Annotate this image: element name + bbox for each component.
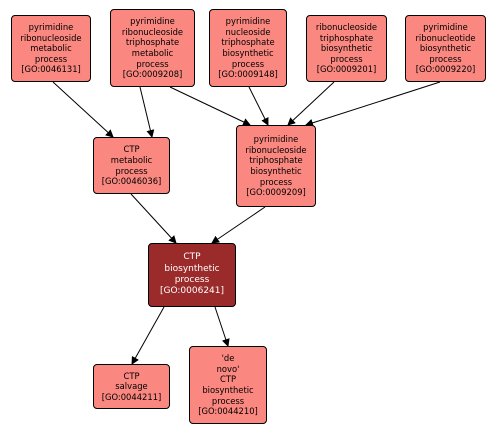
go-term-label-line: triphosphate	[249, 155, 303, 166]
go-term-label-line: process	[34, 53, 68, 64]
go-term-id: [GO:0046131]	[21, 64, 81, 75]
go-term-label-line: novo'	[216, 363, 240, 374]
go-term-id: [GO:0009209]	[246, 187, 306, 198]
go-term-label-line: CTP	[123, 370, 140, 381]
go-term-label-line: CTP	[123, 144, 140, 155]
go-term-id: [GO:0009201]	[316, 64, 377, 75]
go-term-id: [GO:0044211]	[101, 391, 162, 402]
go-term-label-line: ribonucleotide	[415, 32, 476, 43]
go-term-label-line: triphosphate	[221, 37, 275, 48]
go-term-label-line: CTP	[183, 252, 201, 263]
go-term-label-line: process	[136, 58, 169, 69]
edge-go0009220-to-go0009209	[305, 81, 441, 127]
go-term-label-line: metabolic	[110, 154, 153, 165]
go-term-label-line: biosynthetic	[222, 48, 274, 58]
edge-go0006241-to-go0044210	[214, 306, 230, 347]
go-term-label-line: metabolic	[30, 43, 72, 54]
go-term-label-line: pyrimidine	[423, 22, 468, 33]
edge-go0009209-to-go0006241	[211, 206, 266, 244]
edge-go0006241-to-go0044211	[131, 306, 165, 365]
go-term-label-line: biosynthetic	[320, 43, 373, 54]
edge-go0009148-to-go0009209	[248, 86, 269, 126]
go-term-label-line: salvage	[115, 381, 148, 392]
go-term-label-line: process	[211, 395, 245, 406]
go-term-label-line: ribonucleoside	[245, 144, 307, 155]
go-term-label-line: ribonucleoside	[315, 22, 378, 33]
go-term-id: [GO:0044210]	[198, 406, 258, 417]
go-term-label-line: CTP	[219, 374, 236, 385]
go-term-label-line: process	[174, 275, 210, 285]
edge-go0046036-to-go0006241	[130, 193, 177, 244]
go-term-id: [GO:0006241]	[159, 286, 225, 297]
go-term-label-line: pyrimidine	[225, 16, 271, 27]
go-term-label-line: ribonucleoside	[121, 26, 184, 37]
edge-go0009201-to-go0009209	[287, 81, 335, 126]
go-term-id: [GO:0009148]	[218, 69, 278, 80]
go-term-label-line: process	[231, 58, 265, 69]
go-term-label-line: process	[259, 176, 293, 187]
go-term-label-line: pyrimidine	[130, 16, 175, 27]
go-term-label-line: process	[429, 53, 462, 64]
go-term-id: [GO:0009208]	[122, 69, 183, 80]
go-term-label-line: process	[330, 53, 363, 64]
go-term-label-line: biosynthetic	[202, 385, 254, 395]
go-term-label-line: metabolic	[131, 48, 174, 58]
go-term-id: [GO:0046036]	[101, 176, 162, 187]
go-term-label-line: biosynthetic	[250, 166, 302, 176]
go-term-label-line: process	[115, 165, 148, 176]
go-term-label-line: pyrimidine	[28, 22, 74, 33]
go-term-label-line: triphosphate	[125, 37, 180, 48]
go-term-id: [GO:0009220]	[415, 64, 476, 75]
go-term-label-line: biosynthetic	[419, 43, 472, 54]
go-term-label-line: 'de	[221, 353, 235, 364]
go-term-label-line: nucleoside	[225, 26, 271, 37]
go-term-label-line: ribonucleoside	[20, 32, 82, 43]
go-term-label-line: triphosphate	[319, 32, 374, 43]
edge-go0009208-to-go0046036	[139, 86, 155, 138]
edge-go0046131-to-go0046036	[52, 81, 114, 138]
go-term-label-line: pyrimidine	[253, 134, 299, 145]
go-term-label-line: biosynthetic	[164, 263, 220, 274]
edge-go0009208-to-go0009209	[169, 86, 251, 126]
